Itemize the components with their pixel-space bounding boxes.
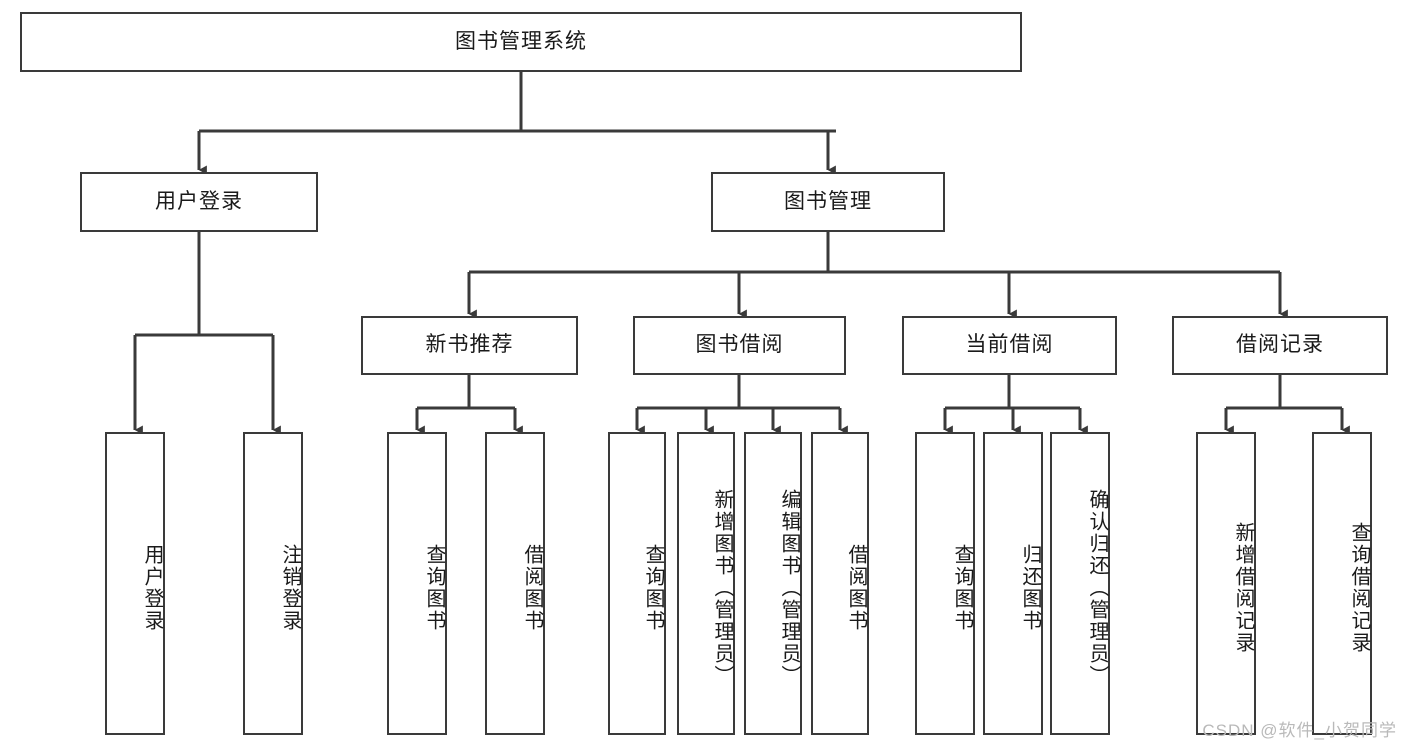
node-book-management[interactable]: 图书管理 <box>711 172 945 232</box>
leaf-book-borrow-edit[interactable]: 编辑图书（管理员） <box>744 432 802 735</box>
leaf-borrow-record-add[interactable]: 新增借阅记录 <box>1196 432 1256 735</box>
node-book-borrow[interactable]: 图书借阅 <box>633 316 846 375</box>
node-new-book-recommend[interactable]: 新书推荐 <box>361 316 578 375</box>
leaf-book-borrow-lend[interactable]: 借阅图书 <box>811 432 869 735</box>
leaf-borrow-record-query[interactable]: 查询借阅记录 <box>1312 432 1372 735</box>
node-borrow-record[interactable]: 借阅记录 <box>1172 316 1388 375</box>
watermark: CSDN @软件_小贺同学 <box>1202 721 1397 740</box>
node-current-borrow[interactable]: 当前借阅 <box>902 316 1117 375</box>
leaf-new-book-query[interactable]: 查询图书 <box>387 432 447 735</box>
leaf-current-borrow-return[interactable]: 归还图书 <box>983 432 1043 735</box>
node-user-login[interactable]: 用户登录 <box>80 172 318 232</box>
leaf-current-borrow-query[interactable]: 查询图书 <box>915 432 975 735</box>
node-root-system[interactable]: 图书管理系统 <box>20 12 1022 72</box>
leaf-user-login-signin[interactable]: 用户登录 <box>105 432 165 735</box>
leaf-new-book-borrow[interactable]: 借阅图书 <box>485 432 545 735</box>
leaf-book-borrow-add[interactable]: 新增图书（管理员） <box>677 432 735 735</box>
leaf-book-borrow-query[interactable]: 查询图书 <box>608 432 666 735</box>
leaf-current-borrow-confirm-return[interactable]: 确认归还（管理员） <box>1050 432 1110 735</box>
leaf-user-login-signout[interactable]: 注销登录 <box>243 432 303 735</box>
